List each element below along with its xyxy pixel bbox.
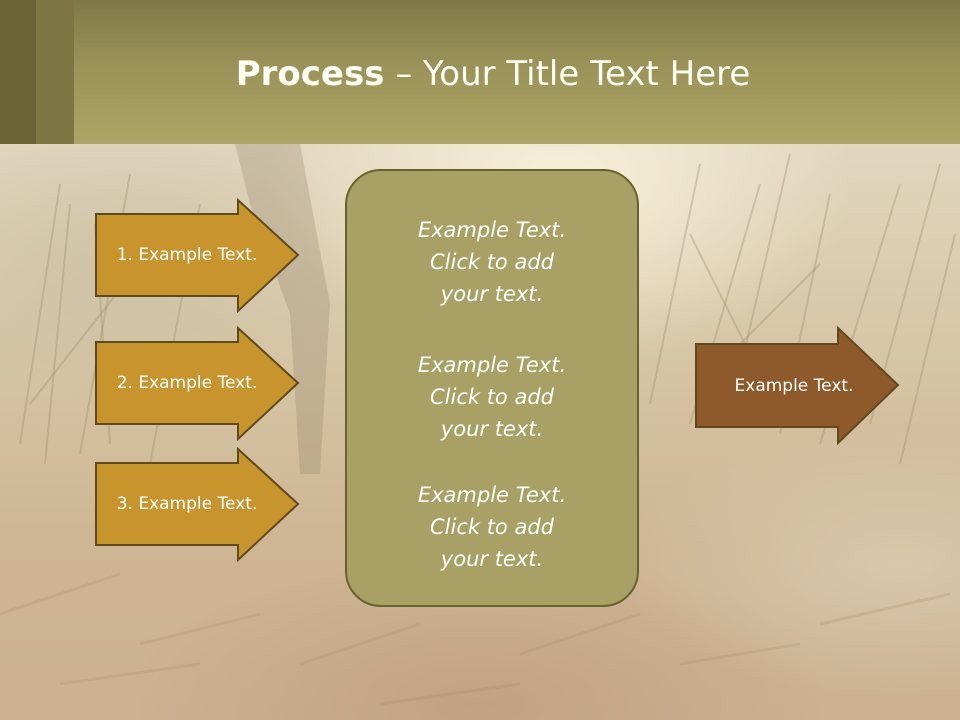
arrow-step-3-shape: [95, 446, 300, 563]
center-paragraph-1-line-1: Example Text.: [417, 218, 567, 242]
center-paragraph-2[interactable]: Example Text. Click to add your text.: [347, 349, 637, 445]
center-paragraph-2-line-1: Example Text.: [417, 353, 567, 377]
arrow-step-3[interactable]: 3. Example Text.: [95, 446, 300, 563]
arrow-result[interactable]: Example Text.: [695, 325, 900, 446]
title-bold: Process: [235, 54, 385, 94]
arrow-step-2-label: 2. Example Text.: [116, 373, 258, 393]
center-paragraph-1-line-2: Click to add: [429, 250, 554, 274]
header-accent-dark: [0, 0, 36, 144]
arrow-step-1-shape: [95, 197, 300, 314]
arrow-step-2-shape: [95, 325, 300, 442]
center-paragraph-3-line-1: Example Text.: [417, 483, 567, 507]
center-paragraph-3[interactable]: Example Text. Click to add your text.: [347, 479, 637, 575]
center-paragraph-1[interactable]: Example Text. Click to add your text.: [347, 214, 637, 310]
arrow-result-label: Example Text.: [734, 375, 854, 396]
arrow-step-2[interactable]: 2. Example Text.: [95, 325, 300, 442]
center-paragraph-2-line-2: Click to add: [429, 385, 554, 409]
center-text-box[interactable]: Example Text. Click to add your text. Ex…: [345, 169, 639, 607]
header-accent-mid: [36, 0, 74, 144]
center-paragraph-2-line-3: your text.: [440, 417, 544, 441]
title-rest: – Your Title Text Here: [384, 54, 751, 94]
arrow-step-3-label: 3. Example Text.: [116, 494, 258, 514]
arrow-result-shape: [695, 325, 900, 446]
header-band: [0, 0, 960, 144]
arrow-step-1[interactable]: 1. Example Text.: [95, 197, 300, 314]
slide-title[interactable]: Process – Your Title Text Here: [0, 52, 960, 96]
center-paragraph-3-line-2: Click to add: [429, 515, 554, 539]
center-paragraph-3-line-3: your text.: [440, 547, 544, 571]
arrow-step-1-label: 1. Example Text.: [116, 245, 258, 265]
center-paragraph-1-line-3: your text.: [440, 282, 544, 306]
